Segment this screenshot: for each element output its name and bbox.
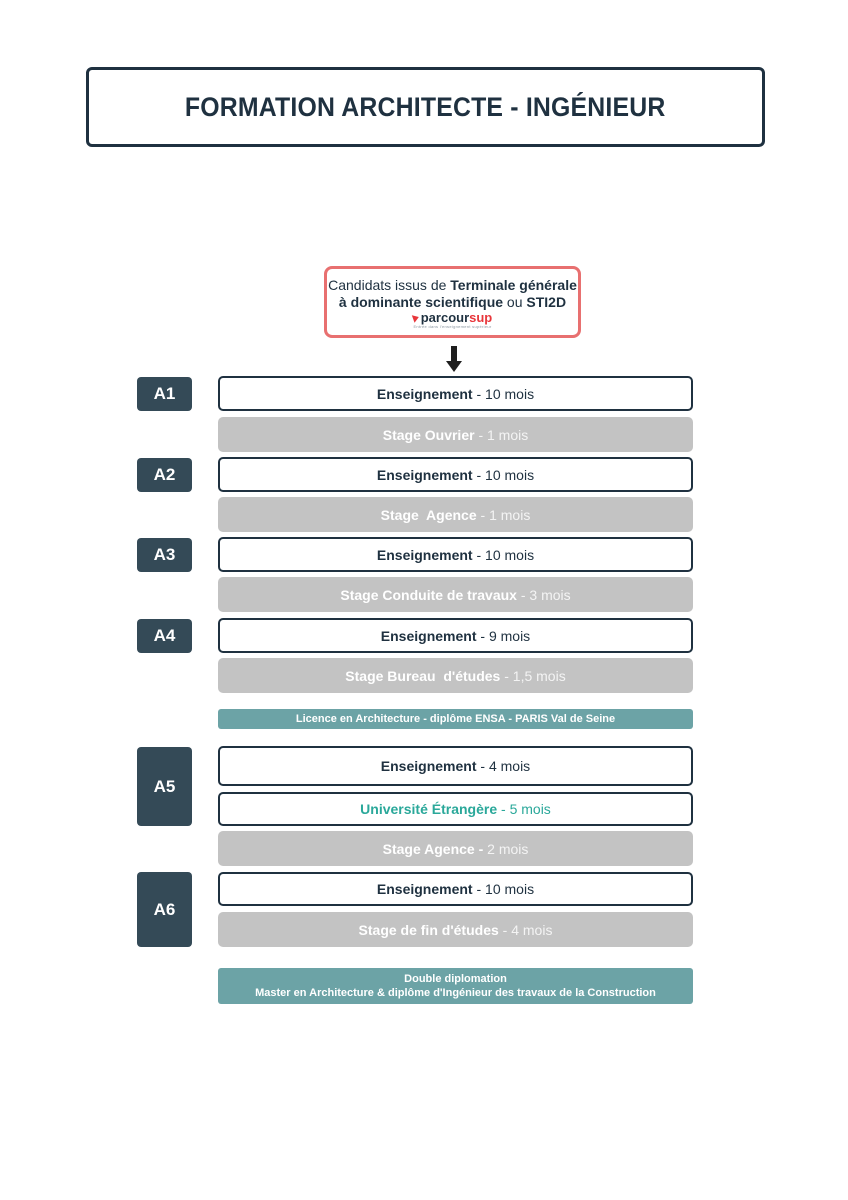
row-duration: - 3 mois [516,586,571,603]
row-duration: - 10 mois [472,466,535,483]
row-duration: - 4 mois [476,758,531,774]
row-duration: - 10 mois [472,881,535,897]
candidates-sti2d: STI2D [526,294,567,310]
a3-enseignement-row: Enseignement - 10 mois [218,537,693,572]
stage-agence-row: Stage Agence - 1 mois [218,497,693,532]
row-label: Enseignement [376,466,473,483]
a5-enseignement-row: Enseignement - 4 mois [218,746,693,786]
row-label: Stage Agence [380,506,477,523]
row-duration: - 4 mois [498,921,553,938]
stage-conduite-travaux-row: Stage Conduite de travaux - 3 mois [218,577,693,612]
a6-enseignement-row: Enseignement - 10 mois [218,872,693,906]
year-badge-a3: A3 [137,538,192,572]
row-label: Stage de fin d'études [358,921,499,938]
candidates-scientifique: à dominante scientifique [338,294,504,310]
a2-enseignement-row: Enseignement - 10 mois [218,457,693,492]
year-badge-a4: A4 [137,619,192,653]
licence-diploma-banner: Licence en Architecture - diplôme ENSA -… [218,709,693,729]
year-badge-a5: A5 [137,747,192,826]
candidates-ou: ou [503,294,527,310]
row-duration: - 1 mois [476,506,531,523]
row-duration: 2 mois [483,840,529,857]
year-badge-a2: A2 [137,458,192,492]
row-label: Enseignement [380,758,477,774]
row-label: Stage Agence - [382,840,484,857]
row-label: Stage Conduite de travaux [340,586,517,603]
licence-diploma-text: Licence en Architecture - diplôme ENSA -… [295,713,616,725]
parcoursup-tagline: Entrée dans l'enseignement supérieur [413,324,492,329]
row-duration: - 10 mois [472,385,535,402]
row-label: Stage Bureau d'études [345,667,501,684]
year-badge-a1: A1 [137,377,192,411]
double-diploma-banner: Double diplomation Master en Architectur… [218,968,693,1004]
row-label: Enseignement [376,546,473,563]
row-label: Université Étrangère [360,801,498,817]
parcoursup-logo-part1: parcour [420,310,470,325]
parcoursup-logo-part2: sup [469,310,493,325]
a4-enseignement-row: Enseignement - 9 mois [218,618,693,653]
page-title: FORMATION ARCHITECTE - INGÉNIEUR [185,91,666,122]
a1-enseignement-row: Enseignement - 10 mois [218,376,693,411]
candidates-prefix: Candidats issus de [328,277,451,293]
row-duration: - 9 mois [476,627,531,644]
down-arrow-icon [446,346,462,374]
stage-fin-etudes-row: Stage de fin d'études - 4 mois [218,912,693,947]
row-label: Enseignement [376,881,473,897]
stage-bureau-etudes-row: Stage Bureau d'études - 1,5 mois [218,658,693,693]
stage-ouvrier-row: Stage Ouvrier - 1 mois [218,417,693,452]
row-duration: - 1 mois [474,426,529,443]
parcoursup-logo: parcoursup [327,310,578,325]
candidates-terminale: Terminale générale [450,277,577,293]
double-diploma-title: Double diplomation [404,973,507,985]
title-box: FORMATION ARCHITECTE - INGÉNIEUR [86,67,765,147]
row-duration: - 1,5 mois [500,667,566,684]
row-duration: - 5 mois [497,801,551,817]
stage-agence-a5-row: Stage Agence - 2 mois [218,831,693,866]
candidates-box: Candidats issus de Terminale générale à … [324,266,581,338]
row-label: Stage Ouvrier [382,426,475,443]
parcoursup-arrow-icon [411,313,420,323]
row-label: Enseignement [376,385,473,402]
year-badge-a6: A6 [137,872,192,947]
row-label: Enseignement [380,627,477,644]
universite-etrangere-row: Université Étrangère - 5 mois [218,792,693,826]
row-duration: - 10 mois [472,546,535,563]
double-diploma-text: Master en Architecture & diplôme d'Ingén… [255,987,656,999]
